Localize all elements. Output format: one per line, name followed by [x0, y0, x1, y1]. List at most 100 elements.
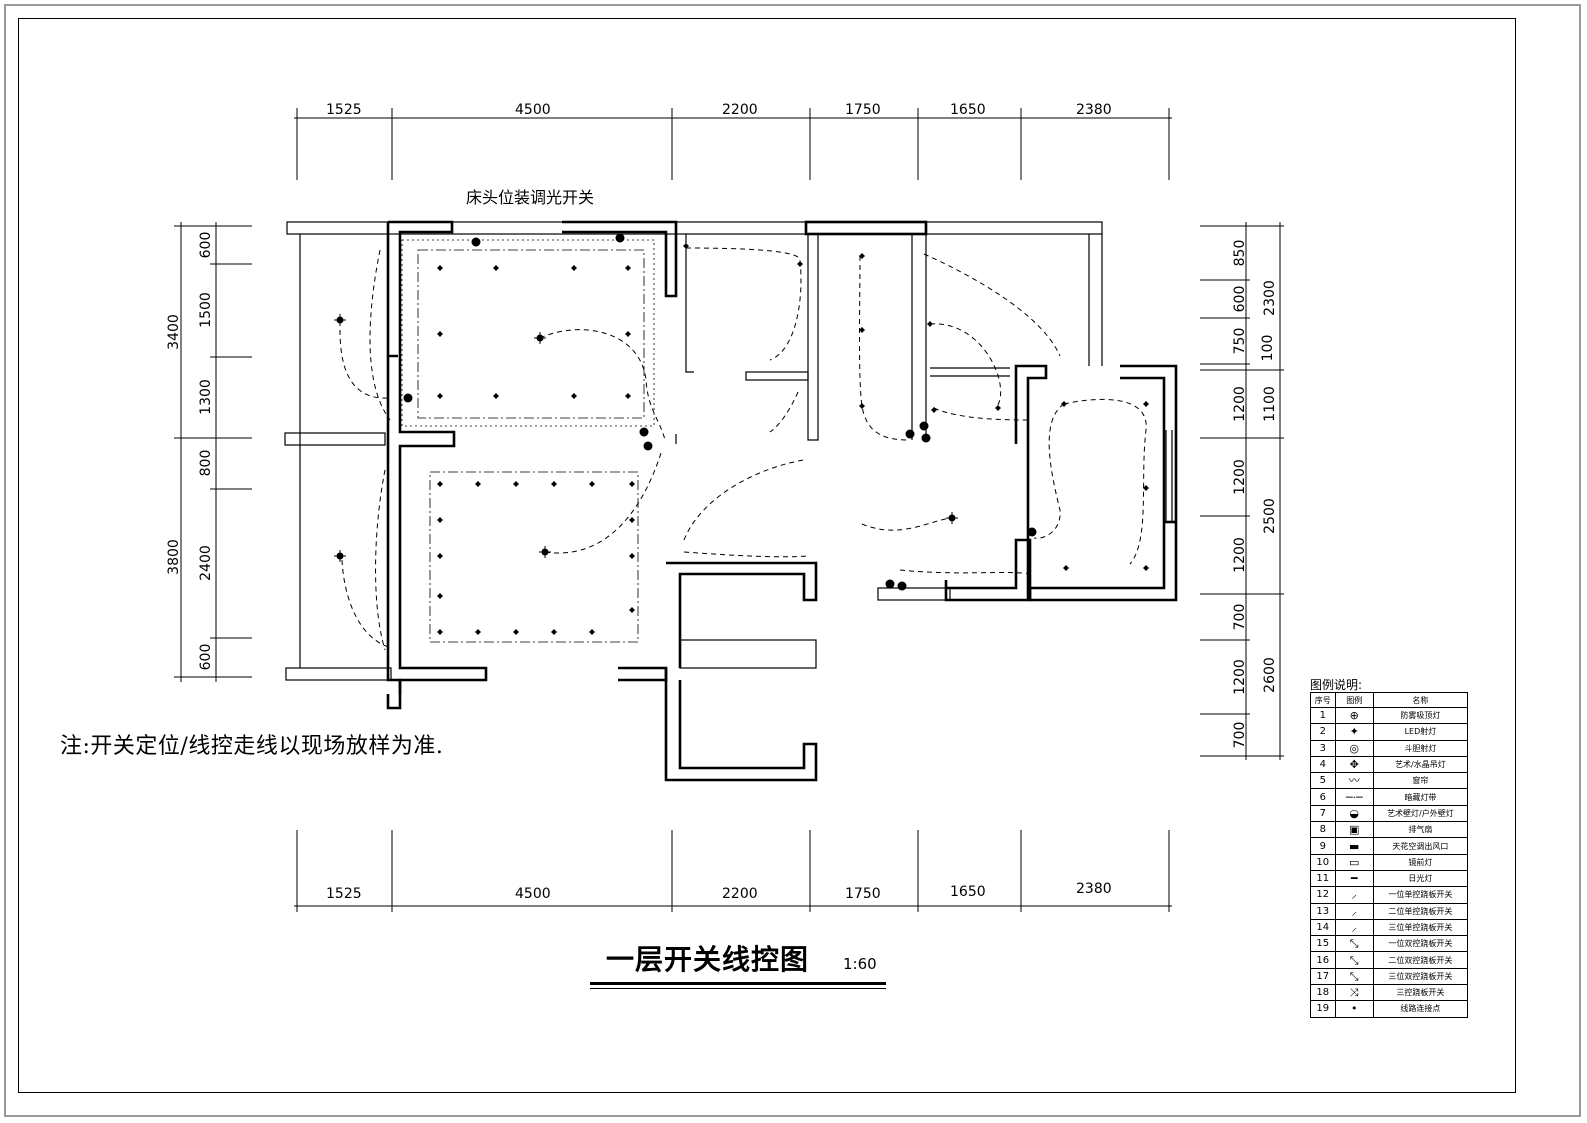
- dim-right-inner-1: 600: [1232, 285, 1248, 313]
- led-spotlight-icon: [437, 553, 443, 559]
- legend-row: 3◎斗胆射灯: [1310, 739, 1469, 757]
- legend-row: 16⤡二位双控跷板开关: [1310, 951, 1469, 969]
- legend-name: 艺术/水晶吊灯: [1372, 755, 1469, 774]
- legend-row: 18⤨三控跷板开关: [1310, 984, 1469, 1002]
- title-underline-thin: [590, 988, 886, 989]
- legend-name: 艺术壁灯/户外壁灯: [1372, 804, 1469, 823]
- legend-row: 14⸝三位单控跷板开关: [1310, 918, 1469, 937]
- led-spotlight-icon: [437, 629, 443, 635]
- dim-top-5: 2380: [1076, 102, 1112, 118]
- wiring-junction-dot-icon: •: [1350, 1002, 1358, 1016]
- legend-row: 8▣排气扇: [1310, 821, 1469, 839]
- switch-junction-icon: [615, 233, 625, 243]
- legend-symbol-cell: ⤨: [1334, 984, 1374, 1002]
- dim-bottom-2: 2200: [722, 886, 758, 902]
- dim-right-inner-8: 1200: [1232, 659, 1248, 695]
- legend-name: 排气扇: [1372, 821, 1469, 839]
- legend-symbol-cell: ⊕: [1334, 706, 1374, 725]
- legend-no: 1: [1310, 706, 1336, 725]
- led-spotlight-icon: [437, 593, 443, 599]
- legend-no: 15: [1310, 935, 1336, 953]
- legend-symbol-cell: ◒: [1334, 804, 1374, 823]
- legend-name: 二位双控跷板开关: [1372, 951, 1469, 969]
- chandelier-icon: ✥: [1349, 758, 1359, 772]
- legend-row: 19•线路连接点: [1310, 1000, 1469, 1018]
- legend-name: 三位单控跷板开关: [1372, 918, 1469, 937]
- legend-header-no: 序号: [1310, 692, 1336, 708]
- led-spotlight-icon: [475, 481, 481, 487]
- legend-symbol-cell: ▭: [1334, 853, 1374, 871]
- legend-no: 14: [1310, 918, 1336, 937]
- legend-title: 图例说明:: [1310, 678, 1363, 692]
- wiring-note: 注:开关定位/线控走线以现场放样为准.: [60, 734, 444, 759]
- dim-right-inner-9: 700: [1232, 721, 1248, 749]
- led-spotlight-icon: [625, 393, 631, 399]
- dim-right-outer-3: 2600: [1262, 657, 1278, 693]
- led-spotlight-icon: [629, 607, 635, 613]
- dim-left-outer-0: 3400: [166, 314, 182, 350]
- legend-symbol-cell: ⤡: [1334, 935, 1374, 953]
- led-spotlight-icon: [437, 265, 443, 271]
- led-spotlight-icon: [1143, 565, 1149, 571]
- legend-symbol-cell: ▬: [1334, 837, 1374, 855]
- ac-vent-icon: ▬: [1349, 839, 1360, 853]
- dim-bottom-5: 2380: [1076, 881, 1112, 897]
- dim-bottom-3: 1750: [845, 886, 881, 902]
- legend-header-icon: 图例: [1334, 692, 1374, 708]
- dimension-lines: [174, 108, 1284, 912]
- legend-symbol-cell: ━: [1334, 869, 1374, 888]
- legend-no: 10: [1310, 853, 1336, 871]
- dim-right-inner-4: 1200: [1232, 386, 1248, 422]
- chandelier-icon: [539, 546, 551, 558]
- led-spotlight-icon: [551, 481, 557, 487]
- legend-no: 4: [1310, 755, 1336, 774]
- led-spotlight-icon: [931, 407, 937, 413]
- led-spotlight-icon: [629, 481, 635, 487]
- legend-no: 9: [1310, 837, 1336, 855]
- legend-no: 5: [1310, 772, 1336, 790]
- legend-row: 5〰窗帘: [1310, 772, 1469, 790]
- legend-name: LED射灯: [1372, 723, 1469, 741]
- chandelier-icon: [334, 550, 346, 562]
- legend-symbol-cell: ⸝: [1334, 902, 1374, 920]
- legend-name: 线路连接点: [1372, 1000, 1469, 1018]
- ceiling-light-strips: [401, 239, 655, 643]
- dim-top-3: 1750: [845, 102, 881, 118]
- mirror-light-icon: ▭: [1349, 855, 1360, 869]
- led-spotlight-icon: [859, 327, 865, 333]
- led-spotlight-icon: [797, 261, 803, 267]
- legend-row: 2✦LED射灯: [1310, 723, 1469, 741]
- led-spotlight-icon: [437, 331, 443, 337]
- legend-no: 16: [1310, 951, 1336, 969]
- legend-name: 天花空调出风口: [1372, 837, 1469, 855]
- switch-junction-icon: [919, 421, 929, 431]
- led-spotlight-icon: [589, 481, 595, 487]
- legend-row: 17⤡三位双控跷板开关: [1310, 967, 1469, 986]
- switch-3gang-2way-icon: ⤡: [1349, 969, 1359, 983]
- led-spotlight-icon: [1061, 401, 1067, 407]
- outer-frame: [4, 4, 1581, 1117]
- legend-row: 6─·─暗藏灯带: [1310, 788, 1469, 806]
- led-spotlight-icon: [437, 481, 443, 487]
- bedside-dimmer-note: 床头位装调光开关: [466, 188, 595, 207]
- hidden-light-strip-icon: ─·─: [1345, 790, 1363, 804]
- legend-row: 9 ▬ 天花空调出风口: [1310, 837, 1469, 855]
- switch-junction-icon: [639, 427, 649, 437]
- switch-2gang-1way-icon: ⸝: [1351, 904, 1357, 918]
- led-spotlight-icon: [683, 243, 689, 249]
- switch-points: [403, 233, 1037, 591]
- dim-bottom-4: 1650: [950, 884, 986, 900]
- switch-junction-icon: [471, 237, 481, 247]
- legend-symbol-cell: ✦: [1334, 723, 1374, 741]
- legend-row: 1⊕防雾吸顶灯: [1310, 706, 1469, 725]
- dim-right-inner-3: 100: [1260, 334, 1276, 362]
- dim-right-inner-7: 700: [1232, 603, 1248, 631]
- dim-right-inner-6: 1200: [1232, 537, 1248, 573]
- dim-top-4: 1650: [950, 102, 986, 118]
- led-spotlight-icon: [437, 393, 443, 399]
- dim-right-inner-5: 1200: [1232, 459, 1248, 495]
- dim-right-inner-0: 850: [1232, 239, 1248, 267]
- legend-header-name: 名称: [1372, 692, 1469, 708]
